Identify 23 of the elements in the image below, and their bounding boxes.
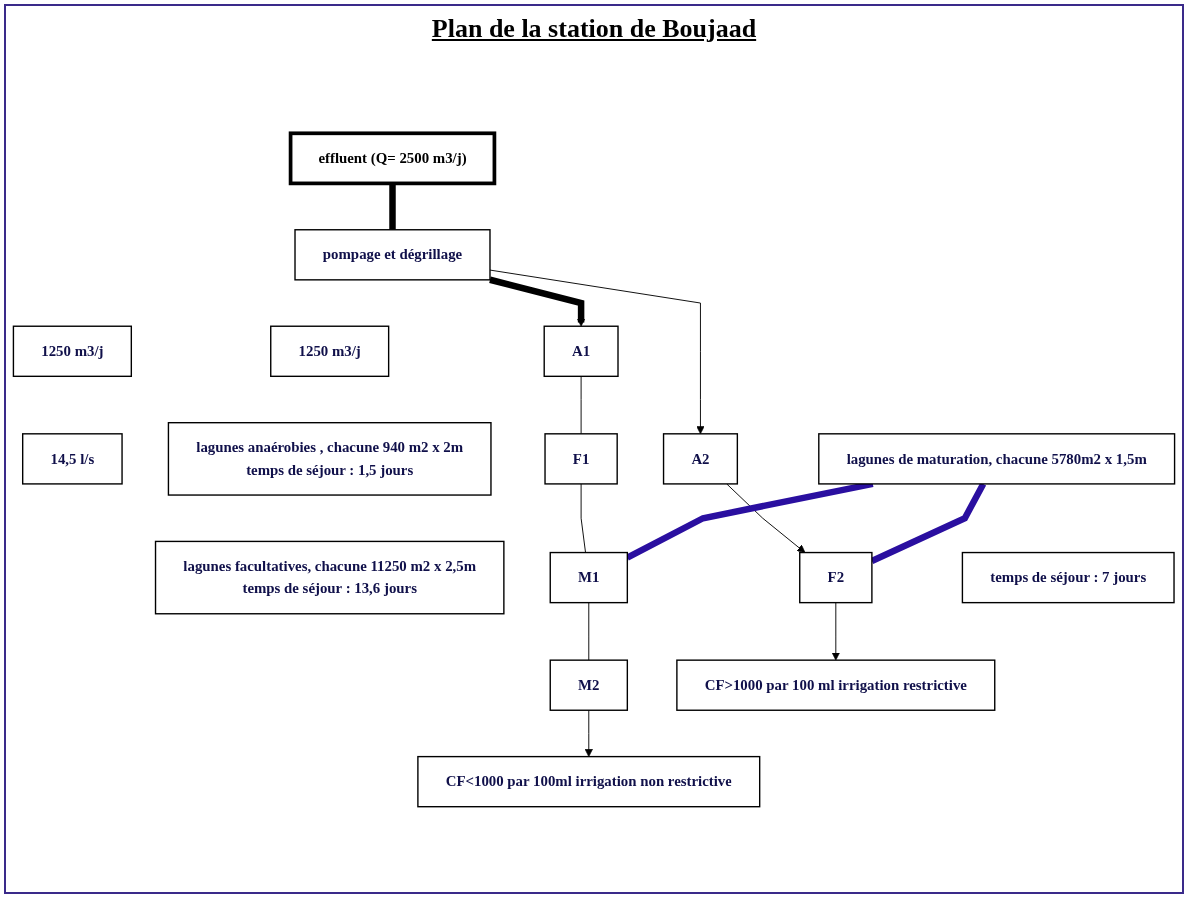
node-box: F2 — [799, 551, 873, 604]
node-box: 14,5 l/s — [22, 433, 123, 485]
node-box: F1 — [544, 433, 618, 485]
node-box: CF>1000 par 100 ml irrigation restrictive — [676, 659, 996, 711]
node-box: M1 — [549, 551, 629, 604]
connector — [389, 183, 396, 230]
node-box: pompage et dégrillage — [294, 229, 491, 281]
node-box: effluent (Q= 2500 m3/j) — [288, 131, 497, 186]
node-box: temps de séjour : 7 jours — [961, 551, 1175, 604]
node-box: lagunes de maturation, chacune 5780m2 x 1,5m — [818, 433, 1176, 485]
node-box: lagunes anaérobies , chacune 940 m2 x 2m temps de séjour : 1,5 jours — [167, 422, 492, 496]
node-box: 1250 m3/j — [12, 325, 132, 377]
node-box: A1 — [543, 325, 619, 377]
connector — [588, 602, 590, 661]
node-box: lagunes facultatives, chacune 11250 m2 x 2,5m temps de séjour : 13,6 jours — [154, 540, 505, 615]
node-box: M2 — [549, 659, 629, 711]
diagram-title: Plan de la station de Boujaad — [431, 14, 757, 44]
node-box: CF<1000 par 100ml irrigation non restrictive — [417, 755, 761, 808]
connector — [580, 375, 582, 435]
connector — [580, 483, 586, 553]
arrow — [489, 276, 586, 327]
node-box: A2 — [662, 433, 739, 485]
node-box: 1250 m3/j — [270, 325, 390, 377]
